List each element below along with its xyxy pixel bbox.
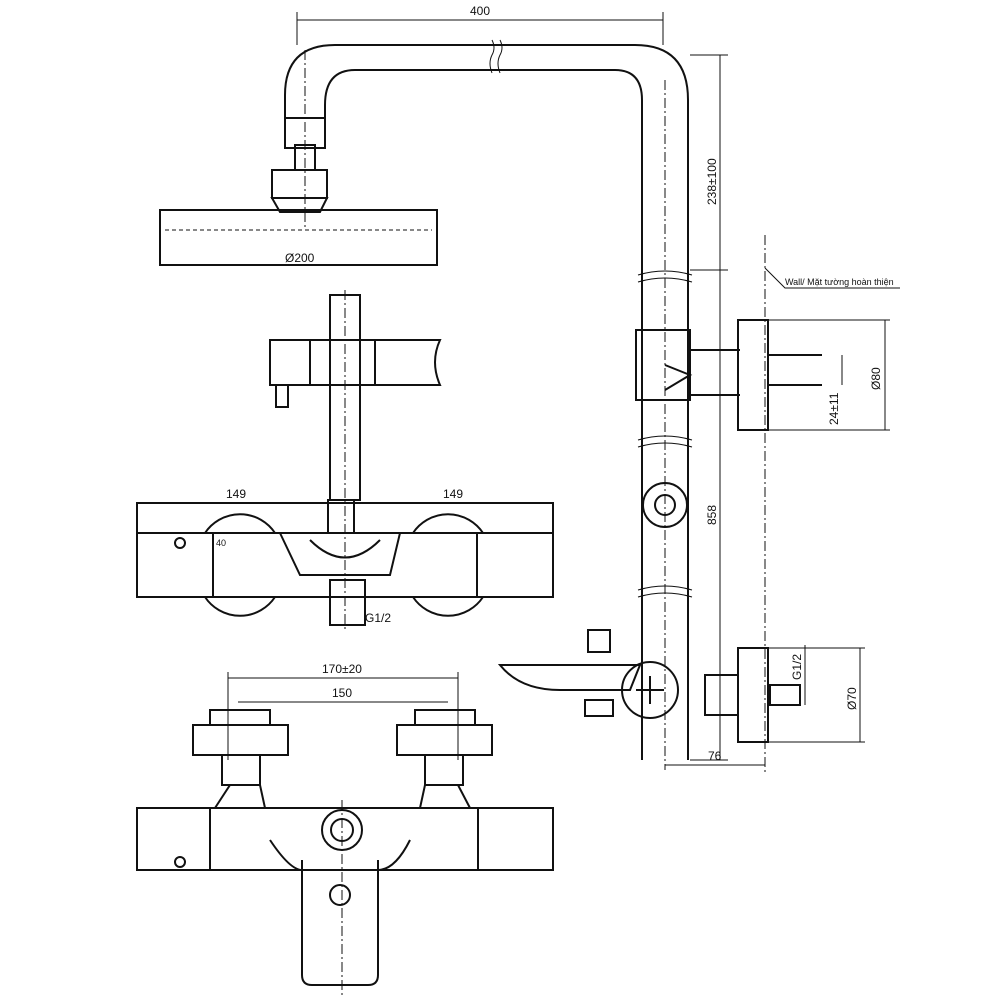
dim-arm-length: 400 (470, 4, 490, 18)
shower-head (159, 117, 438, 266)
dim-wall-offset: 76 (708, 749, 722, 763)
slide-bar-holder (269, 294, 442, 501)
dim-bottom-plate-diameter: Ø70 (845, 687, 859, 710)
wall-label: Wall/ Mặt tường hoàn thiện (785, 277, 894, 287)
dim-top-plate-diameter: Ø80 (869, 367, 883, 390)
dim-inlet-thread: G1/2 (790, 654, 804, 680)
temp-mark: 40 (216, 538, 226, 548)
shower-arm (284, 39, 689, 770)
dim-riser-length: 858 (705, 505, 719, 525)
dim-outlet-thread: G1/2 (365, 611, 391, 625)
bottom-wall-plate: G1/2 Ø70 76 (665, 645, 865, 766)
dim-centers-range: 170±20 (322, 662, 362, 676)
thermostat-top-view: 170±20 150 (136, 662, 554, 995)
thermostat-front-view: 149 149 40 G1/2 (136, 290, 554, 630)
riser-fittings (497, 270, 801, 719)
dim-body-right: 149 (443, 487, 463, 501)
dim-body-left: 149 (226, 487, 246, 501)
dim-head-diameter: Ø200 (285, 251, 315, 265)
dimension-400: 400 (296, 4, 664, 45)
dim-centers: 150 (332, 686, 352, 700)
dim-top-plate-depth: 24±11 (827, 392, 841, 425)
dim-riser-height: 238±100 (705, 158, 719, 205)
top-wall-plate: Ø80 24±11 (737, 319, 890, 431)
